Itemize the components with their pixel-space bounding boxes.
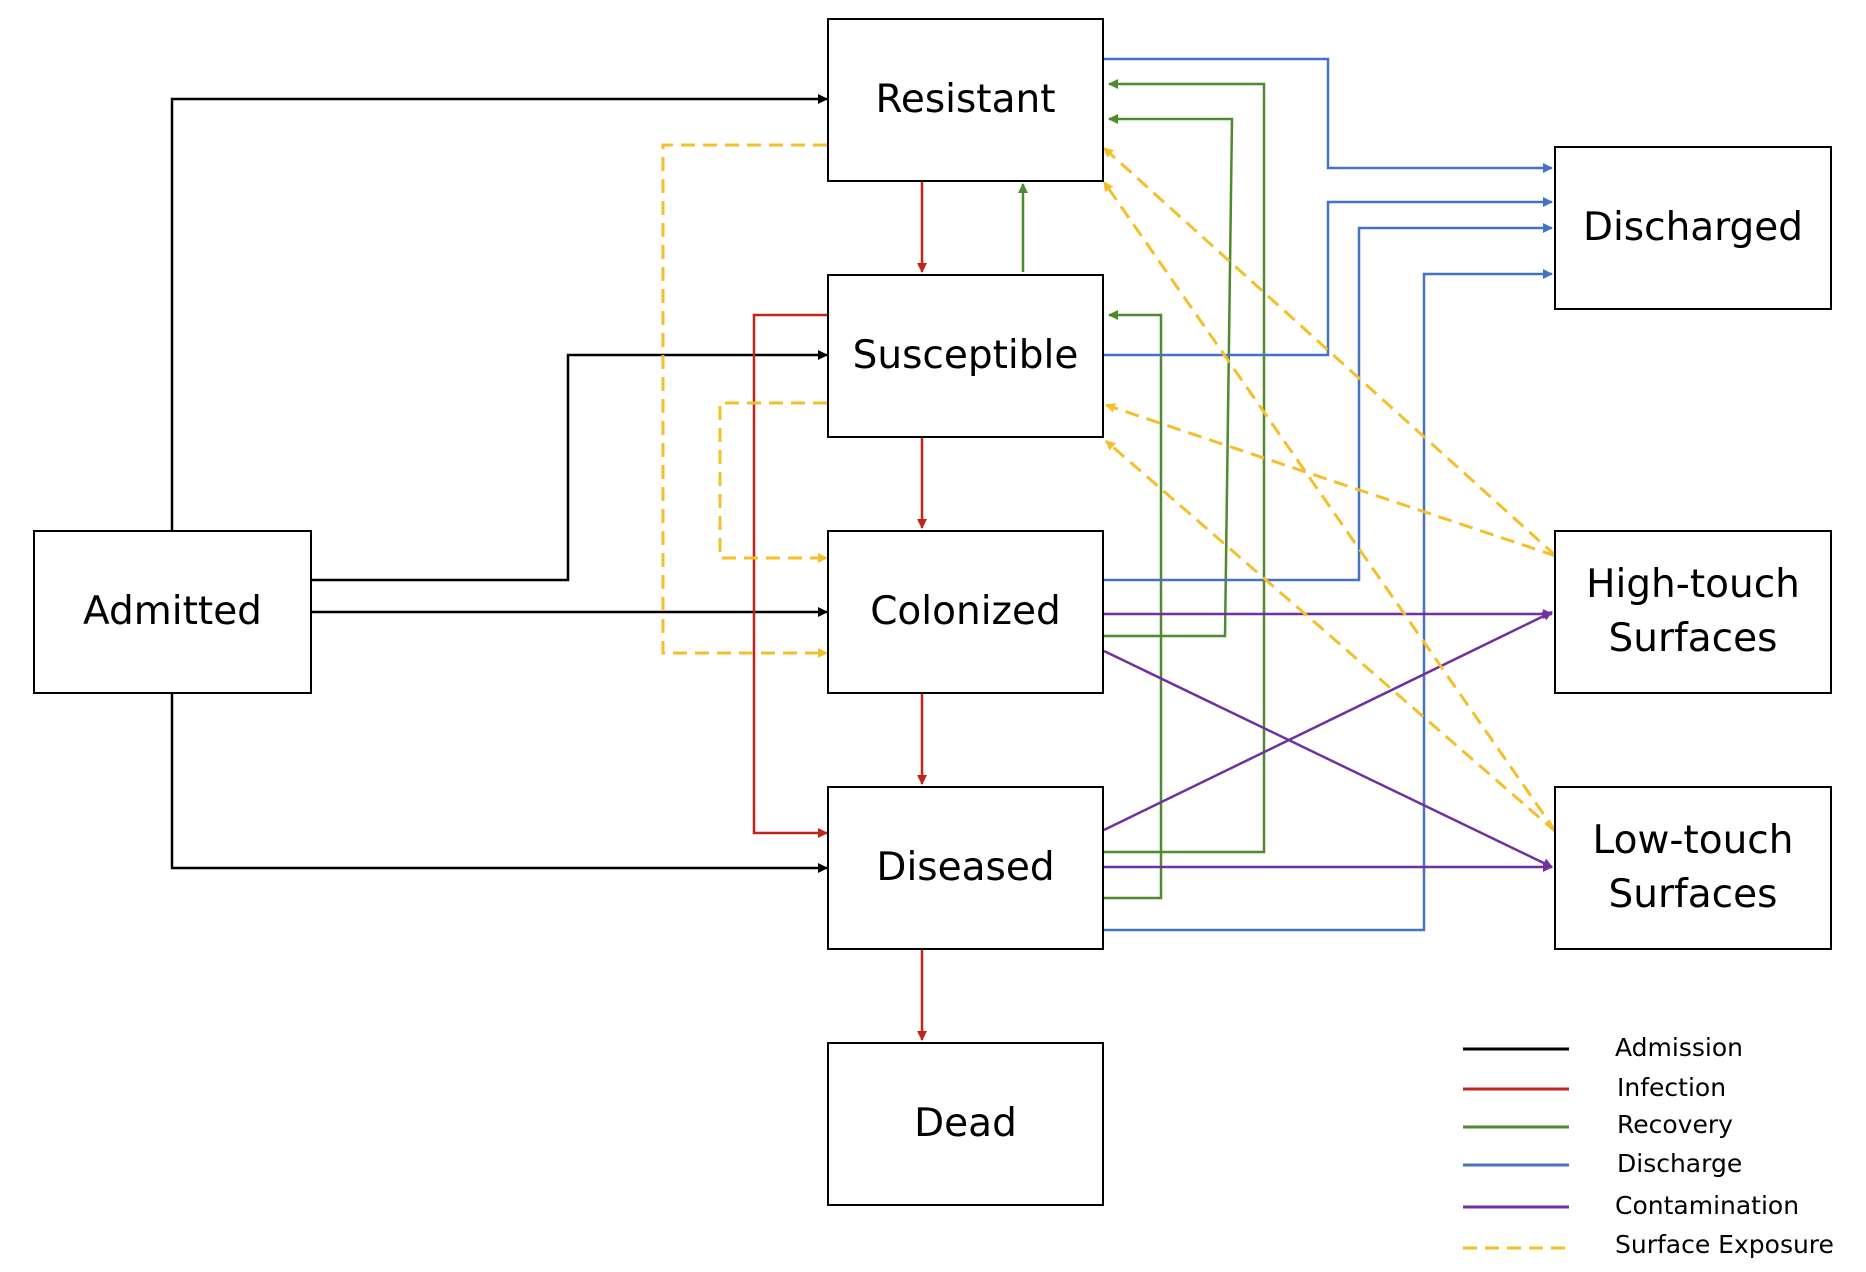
- edge-hightouch-resistant-exposure: [1102, 146, 1558, 558]
- legend-label-recovery: Recovery: [1617, 1110, 1733, 1139]
- node-low-touch-line2: Surfaces: [1608, 872, 1778, 917]
- edge-diseased-resistant: [1104, 79, 1266, 854]
- edge-diseased-discharged: [1104, 269, 1553, 932]
- edge-lowtouch-susceptible-exposure: [1105, 439, 1557, 834]
- node-discharged: Discharged: [1554, 146, 1832, 310]
- node-low-touch-line1: Low-touch: [1592, 818, 1794, 864]
- node-susceptible-label: Susceptible: [852, 333, 1079, 379]
- node-colonized-label: Colonized: [870, 589, 1061, 635]
- edge-hightouch-susceptible-exposure: [1105, 403, 1557, 558]
- node-high-touch-surfaces: High-touch Surfaces: [1554, 530, 1832, 694]
- edge-colonized-lowtouch: [1103, 649, 1553, 869]
- node-high-touch-line2: Surfaces: [1608, 616, 1778, 661]
- edge-lowtouch-resistant-exposure: [1102, 181, 1558, 833]
- legend-label-admission: Admission: [1615, 1033, 1743, 1062]
- edge-colonized-resistant: [1104, 114, 1234, 638]
- node-admitted: Admitted: [33, 530, 312, 694]
- edge-diseased-susceptible: [1104, 310, 1163, 900]
- node-dead-label: Dead: [914, 1101, 1017, 1147]
- edge-susceptible-discharged: [1104, 197, 1553, 357]
- node-diseased-label: Diseased: [876, 845, 1055, 891]
- legend-label-surface-exposure: Surface Exposure: [1615, 1230, 1834, 1259]
- legend-label-discharge: Discharge: [1617, 1149, 1743, 1178]
- edge-colonized-discharged: [1104, 223, 1553, 582]
- node-high-touch-line1: High-touch: [1586, 562, 1800, 608]
- edge-admitted-diseased: [170, 694, 828, 873]
- legend-swatches: [1463, 1047, 1569, 1250]
- edge-diseased-hightouch: [1103, 610, 1553, 832]
- edge-resistant-discharged: [1104, 57, 1553, 173]
- edge-admitted-susceptible: [312, 350, 828, 582]
- node-admitted-label: Admitted: [83, 589, 262, 635]
- edge-susceptible-diseased: [752, 313, 828, 838]
- legend-label-infection: Infection: [1617, 1073, 1727, 1102]
- node-high-touch-label: High-touch Surfaces: [1586, 558, 1800, 666]
- node-resistant: Resistant: [827, 18, 1104, 182]
- legend-label-contamination: Contamination: [1615, 1191, 1800, 1220]
- node-susceptible: Susceptible: [827, 274, 1104, 438]
- edge-admitted-resistant: [170, 94, 828, 530]
- edge-susceptible-colonized-exposure: [718, 401, 828, 563]
- node-dead: Dead: [827, 1042, 1104, 1206]
- node-colonized: Colonized: [827, 530, 1104, 694]
- node-diseased: Diseased: [827, 786, 1104, 950]
- node-low-touch-label: Low-touch Surfaces: [1593, 814, 1794, 922]
- node-discharged-label: Discharged: [1582, 205, 1804, 251]
- node-low-touch-surfaces: Low-touch Surfaces: [1554, 786, 1832, 950]
- edge-resistant-colonized-exposure: [661, 143, 828, 658]
- node-resistant-label: Resistant: [875, 77, 1056, 123]
